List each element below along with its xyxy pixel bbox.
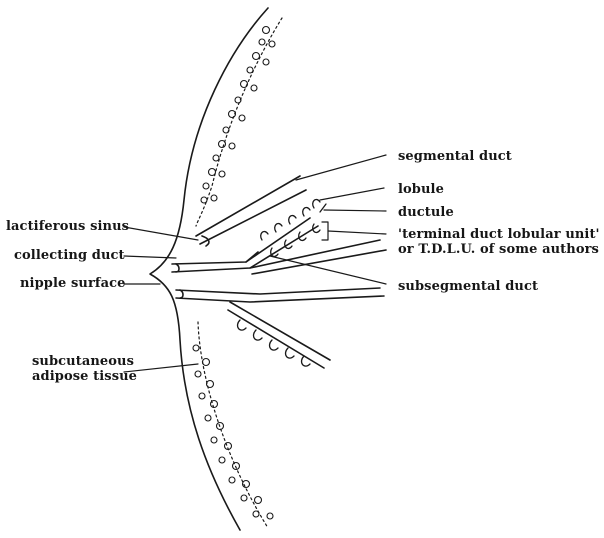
adipose-tissue-upper	[201, 27, 275, 204]
leader-ductule	[324, 210, 386, 211]
label-lobule: lobule	[398, 182, 444, 197]
adipose-tissue-lower	[193, 345, 273, 519]
tdlu-bracket	[322, 222, 328, 240]
label-tdlu-line2: or T.D.L.U. of some authors	[398, 242, 600, 257]
adipose-inner-contour	[196, 18, 282, 528]
label-nipple-surface: nipple surface	[20, 276, 126, 291]
leader-tdlu	[328, 231, 386, 234]
label-subcutaneous-adipose-tissue: subcutaneous adipose tissue	[32, 354, 137, 384]
leader-lactiferous-sinus	[124, 227, 198, 240]
leader-segmental-duct	[296, 155, 386, 180]
label-subsegmental-duct: subsegmental duct	[398, 279, 538, 294]
label-tdlu: 'terminal duct lobular unit' or T.D.L.U.…	[398, 227, 600, 257]
label-adipose-line2: adipose tissue	[32, 369, 137, 384]
upper-duct-system	[196, 176, 306, 246]
label-lactiferous-sinus: lactiferous sinus	[6, 219, 129, 234]
middle-duct-system	[172, 218, 386, 274]
label-adipose-line1: subcutaneous	[32, 354, 137, 369]
skin-outline	[150, 8, 268, 530]
lower-duct-system	[176, 288, 384, 368]
label-tdlu-line1: 'terminal duct lobular unit'	[398, 227, 600, 242]
label-ductule: ductule	[398, 205, 454, 220]
leader-lobule	[320, 188, 384, 200]
label-segmental-duct: segmental duct	[398, 149, 512, 164]
label-collecting-duct: collecting duct	[14, 248, 125, 263]
